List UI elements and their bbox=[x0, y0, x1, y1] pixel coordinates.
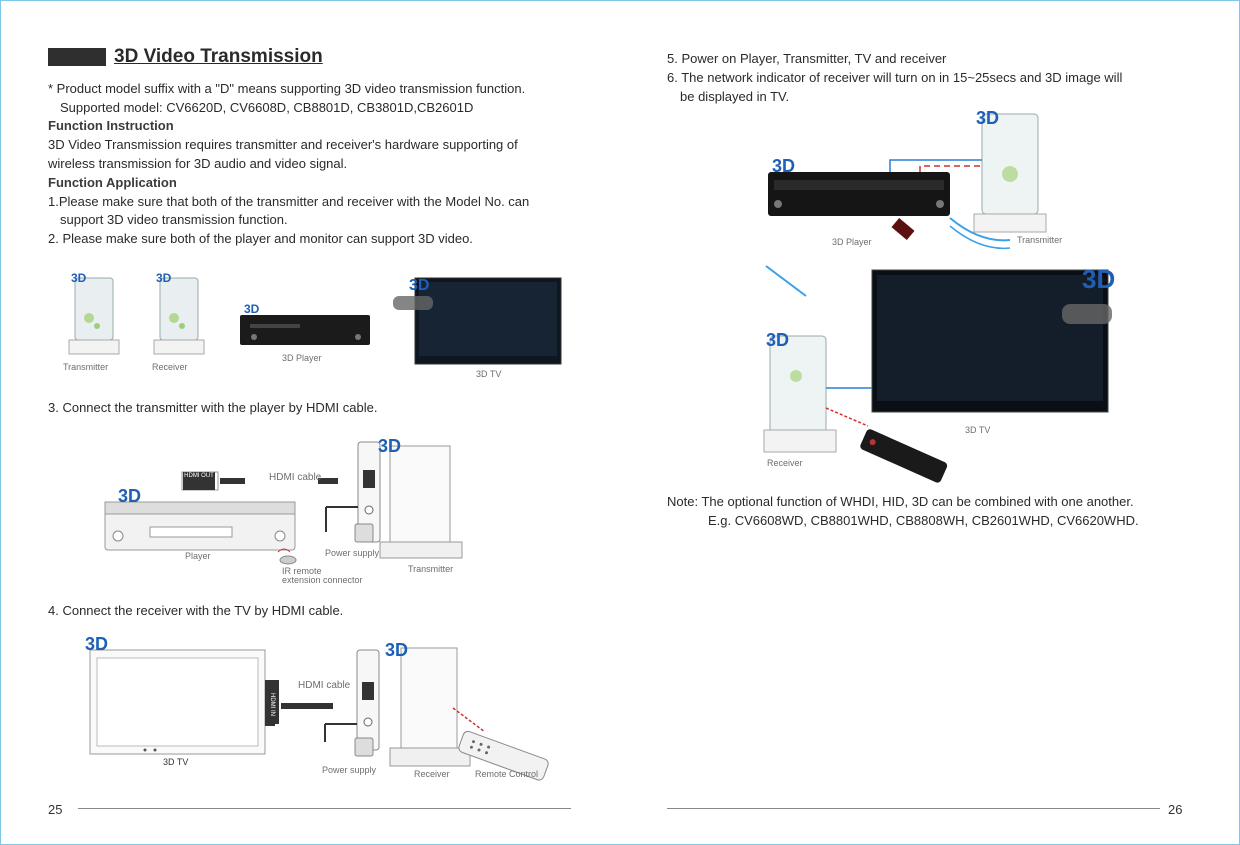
combination-note: Note: The optional function of WHDI, HID… bbox=[667, 494, 1134, 509]
step-5: 5. Power on Player, Transmitter, TV and … bbox=[667, 51, 947, 66]
step-6-cont: be displayed in TV. bbox=[680, 89, 790, 104]
footer-rule-right bbox=[667, 808, 1160, 809]
function-instruction-heading: Function Instruction bbox=[48, 118, 174, 133]
svg-text:3D: 3D bbox=[244, 302, 260, 316]
receiver-device: 3D bbox=[153, 271, 205, 355]
tv-device: 3D bbox=[85, 634, 266, 755]
caption-ir-remote: IR remote bbox=[282, 566, 322, 576]
caption-power-supply-2: Power supply bbox=[322, 765, 377, 775]
step-2: 2. Please make sure both of the player a… bbox=[48, 231, 473, 246]
caption-transmitter: Transmitter bbox=[63, 362, 109, 372]
function-instruction-text: 3D Video Transmission requires transmitt… bbox=[48, 137, 518, 152]
remote-control-device bbox=[458, 730, 549, 781]
caption-3d-tv: 3D TV bbox=[476, 369, 502, 379]
caption-receiver: Receiver bbox=[152, 362, 188, 372]
function-instruction-text-2: wireless transmission for 3D audio and v… bbox=[48, 156, 348, 171]
model-note-line1: * Product model suffix with a "D" means … bbox=[48, 81, 526, 96]
function-application-heading: Function Application bbox=[48, 175, 177, 190]
step-4: 4. Connect the receiver with the TV by H… bbox=[48, 603, 344, 618]
3d-player-device: 3D bbox=[240, 302, 370, 345]
caption-remote-control: Remote Control bbox=[475, 769, 539, 779]
figure-player-transmitter: 3D 3D bbox=[104, 436, 463, 565]
caption-transmitter-3: Transmitter bbox=[1017, 235, 1063, 245]
caption-power-supply: Power supply bbox=[325, 548, 380, 558]
svg-text:3D: 3D bbox=[85, 634, 108, 654]
player-device: 3D bbox=[104, 471, 296, 551]
step-1-cont: support 3D video transmission function. bbox=[60, 212, 288, 227]
caption-3d-tv-3: 3D TV bbox=[965, 425, 991, 435]
caption-3d-player-2: 3D Player bbox=[832, 237, 872, 247]
hdmi-cable-label-2: HDMI cable bbox=[298, 680, 351, 691]
svg-text:3D: 3D bbox=[71, 271, 87, 285]
title-bar-decoration bbox=[48, 48, 106, 66]
svg-text:3D: 3D bbox=[156, 271, 172, 285]
figure-devices-overview: 3D 3D 3D 3D bbox=[68, 271, 562, 365]
svg-text:3D: 3D bbox=[766, 330, 789, 350]
step-1: 1.Please make sure that both of the tran… bbox=[48, 194, 530, 209]
svg-text:3D: 3D bbox=[772, 156, 795, 176]
caption-3d-player: 3D Player bbox=[282, 353, 322, 363]
caption-receiver-2: Receiver bbox=[414, 769, 450, 779]
svg-text:3D: 3D bbox=[976, 108, 999, 128]
svg-text:3D: 3D bbox=[378, 436, 401, 456]
caption-player: Player bbox=[185, 551, 211, 561]
svg-text:3D: 3D bbox=[409, 277, 429, 294]
page-number-left: 25 bbox=[48, 802, 63, 817]
transmitter-device: 3D bbox=[68, 271, 120, 355]
3d-player-device-2: 3D bbox=[768, 156, 950, 216]
caption-receiver-3: Receiver bbox=[767, 458, 803, 468]
hdmi-out-label: HDMI OUT bbox=[183, 472, 215, 490]
svg-text:3D: 3D bbox=[118, 486, 141, 506]
figure-system-setup: 3D 3D 3D 3D bbox=[763, 108, 1115, 483]
receiver-device-2: 3D bbox=[763, 330, 837, 453]
svg-text:3D: 3D bbox=[385, 640, 408, 660]
figure-receiver-tv: 3D 3D bbox=[85, 634, 549, 781]
3d-tv-device-2: 3D bbox=[871, 264, 1115, 413]
remote-control-device-2 bbox=[860, 429, 948, 483]
model-note-line2: Supported model: CV6620D, CV6608D, CB880… bbox=[60, 100, 474, 115]
step-6: 6. The network indicator of receiver wil… bbox=[667, 70, 1123, 85]
caption-transmitter-2: Transmitter bbox=[408, 564, 454, 574]
transmitter-device-2: 3D bbox=[973, 108, 1047, 233]
hdmi-cable-label: HDMI cable bbox=[269, 472, 322, 483]
page-title: 3D Video Transmission bbox=[114, 46, 323, 67]
step-3: 3. Connect the transmitter with the play… bbox=[48, 400, 378, 415]
hdmi-in-label: HDMI IN bbox=[265, 682, 275, 726]
footer-rule-left bbox=[78, 808, 571, 809]
3d-tv-device: 3D bbox=[393, 277, 562, 365]
page-number-right: 26 bbox=[1168, 802, 1183, 817]
combination-note-example: E.g. CV6608WD, CB8801WHD, CB8808WH, CB26… bbox=[708, 513, 1139, 528]
caption-3d-tv-2: 3D TV bbox=[163, 757, 189, 767]
svg-text:3D: 3D bbox=[1082, 264, 1115, 294]
caption-ir-remote-2: extension connector bbox=[282, 575, 363, 585]
